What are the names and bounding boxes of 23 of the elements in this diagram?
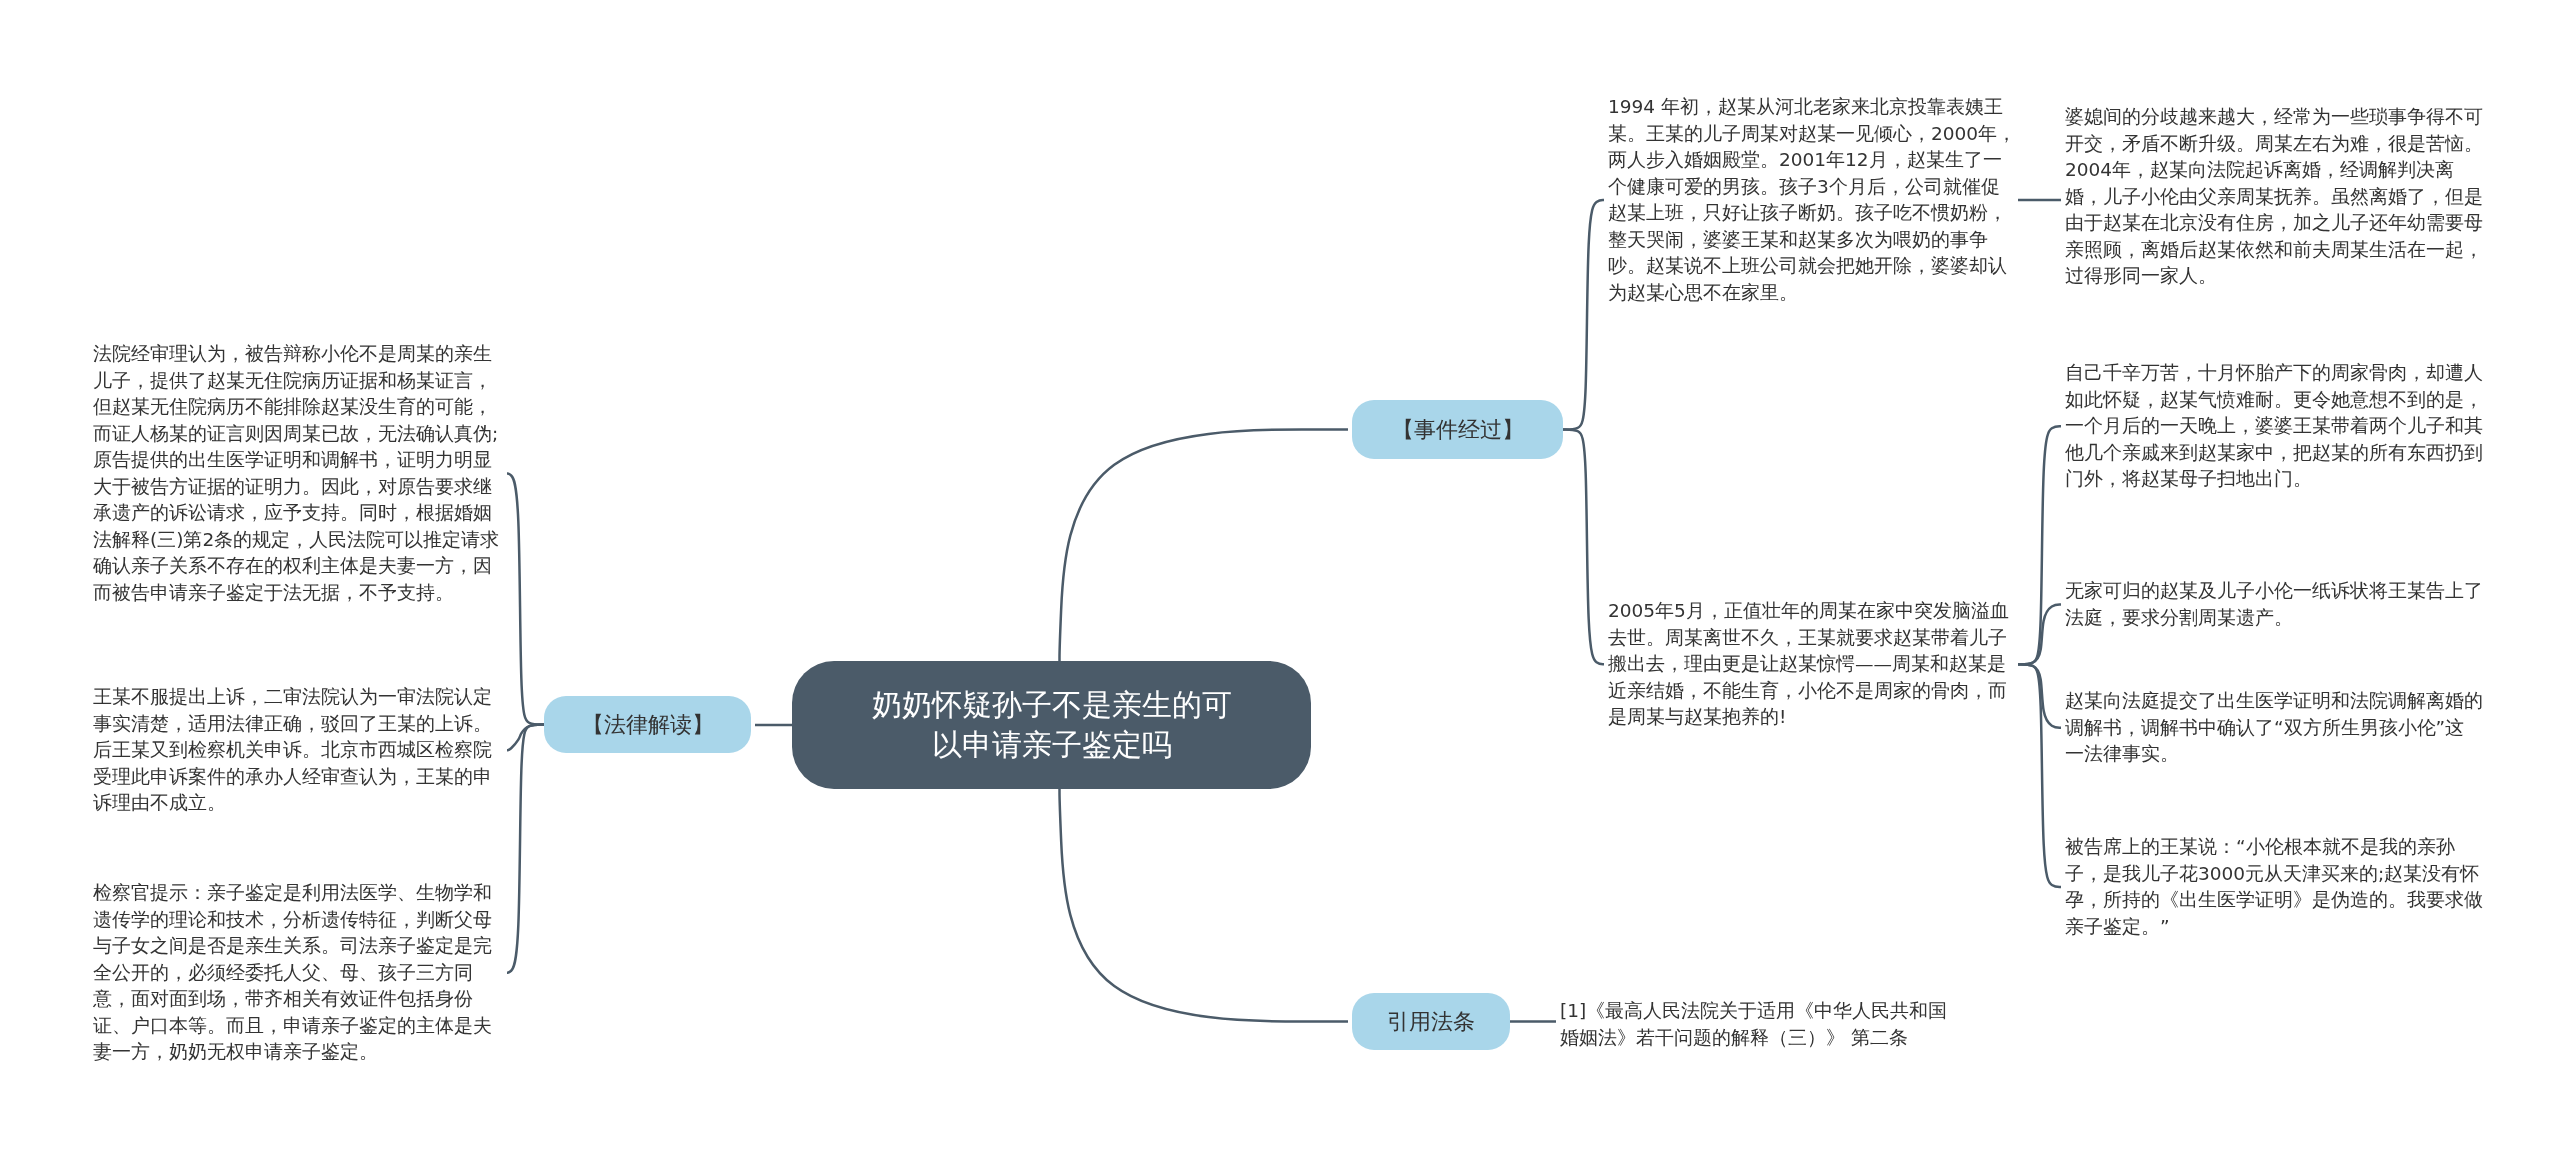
note-text: 赵某向法庭提交了出生医学证明和法院调解离婚的调解书，调解书中确认了“双方所生男孩小伦”这一法律事实。 <box>2065 688 2483 768</box>
note-text: 检察官提示：亲子鉴定是利用法医学、生物学和遗传学的理论和技术，分析遗传特征，判断父母与子女之间是否是亲生关系。司法亲子鉴定是完全公开的，必须经委托人父、母、孩子三方同意，面对面到场，带齐相关有效证件包括身份证、户口本等。而且，申请亲子鉴定的主体是夫妻一方，奶奶无权申请亲子鉴定。 <box>93 880 503 1066</box>
topic-pill: 【法律解读】 <box>544 696 751 753</box>
connector-line <box>2018 198 2061 202</box>
connector-line <box>755 723 792 727</box>
note-text: [1]《最高人民法院关于适用《中华人民共和国婚姻法》若干问题的解释（三）》 第二条 <box>1560 998 1960 1051</box>
note-text: 自己千辛万苦，十月怀胎产下的周家骨肉，却遭人如此怀疑，赵某气愤难耐。更令她意想不到的是，一个月后的一天晚上，婆婆王某带着两个儿子和其他几个亲戚来到赵某家中，把赵某的所有东西扔到门外，将赵某母子扫地出门。 <box>2065 360 2483 493</box>
connector-line <box>1058 428 1348 661</box>
note-text: 1994 年初，赵某从河北老家来北京投靠表姨王某。王某的儿子周某对赵某一见倾心，2000年，两人步入婚姻殿堂。2001年12月，赵某生了一个健康可爱的男孩。孩子3个月后，公司就催促赵某上班，只好让孩子断奶。孩子吃不惯奶粉，整天哭闹，婆婆王某和赵某多次为喂奶的事争吵。赵某说不上班公司就会把她开除，婆婆却认为赵某心思不在家里。 <box>1608 94 2018 306</box>
connector-line <box>506 723 544 974</box>
note-text: 无家可归的赵某及儿子小伦一纸诉状将王某告上了法庭，要求分割周某遗产。 <box>2065 578 2483 631</box>
note-text: 婆媳间的分歧越来越大，经常为一些琐事争得不可开交，矛盾不断升级。周某左右为难，很是苦恼。2004年，赵某向法院起诉离婚，经调解判决离婚，儿子小伦由父亲周某抚养。虽然离婚了，但是由于赵某在北京没有住房，加之儿子还年幼需要母亲照顾，离婚后赵某依然和前夫周某生活在一起，过得形同一家人。 <box>2065 104 2483 290</box>
note-text: 2005年5月，正值壮年的周某在家中突发脑溢血去世。周某离世不久，王某就要求赵某带着儿子搬出去，理由更是让赵某惊愕——周某和赵某是近亲结婚，不能生育，小伦不是周家的骨肉，而是周某与赵某抱养的! <box>1608 598 2018 731</box>
note-text: 法院经审理认为，被告辩称小伦不是周某的亲生儿子，提供了赵某无住院病历证据和杨某证言，但赵某无住院病历不能排除赵某没生育的可能，而证人杨某的证言则因周某已故，无法确认真伪;原告提供的出生医学证明和调解书，证明力明显大于被告方证据的证明力。因此，对原告要求继承遗产的诉讼请求，应予支持。同时，根据婚姻法解释(三)第2条的规定，人民法院可以推定请求确认亲子关系不存在的权利主体是夫妻一方，因而被告申请亲子鉴定于法无据，不予支持。 <box>93 341 503 606</box>
connector-line <box>1058 789 1348 1023</box>
note-text: 王某不服提出上诉，二审法院认为一审法院认定事实清楚，适用法律正确，驳回了王某的上诉。后王某又到检察机关申诉。北京市西城区检察院受理此申诉案件的承办人经审查认为，王某的申诉理由不成立。 <box>93 684 503 817</box>
connector-line <box>1510 1020 1556 1023</box>
topic-pill: 【事件经过】 <box>1352 400 1563 459</box>
connector-line <box>2018 663 2061 889</box>
connector-line <box>1563 428 1605 666</box>
central-topic: 奶奶怀疑孙子不是亲生的可以申请亲子鉴定吗 <box>792 661 1311 789</box>
topic-pill: 引用法条 <box>1352 993 1510 1050</box>
note-text: 被告席上的王某说：“小伦根本就不是我的亲孙子，是我儿子花3000元从天津买来的;赵某没有怀孕，所持的《出生医学证明》是伪造的。我要求做亲子鉴定。” <box>2065 834 2483 940</box>
